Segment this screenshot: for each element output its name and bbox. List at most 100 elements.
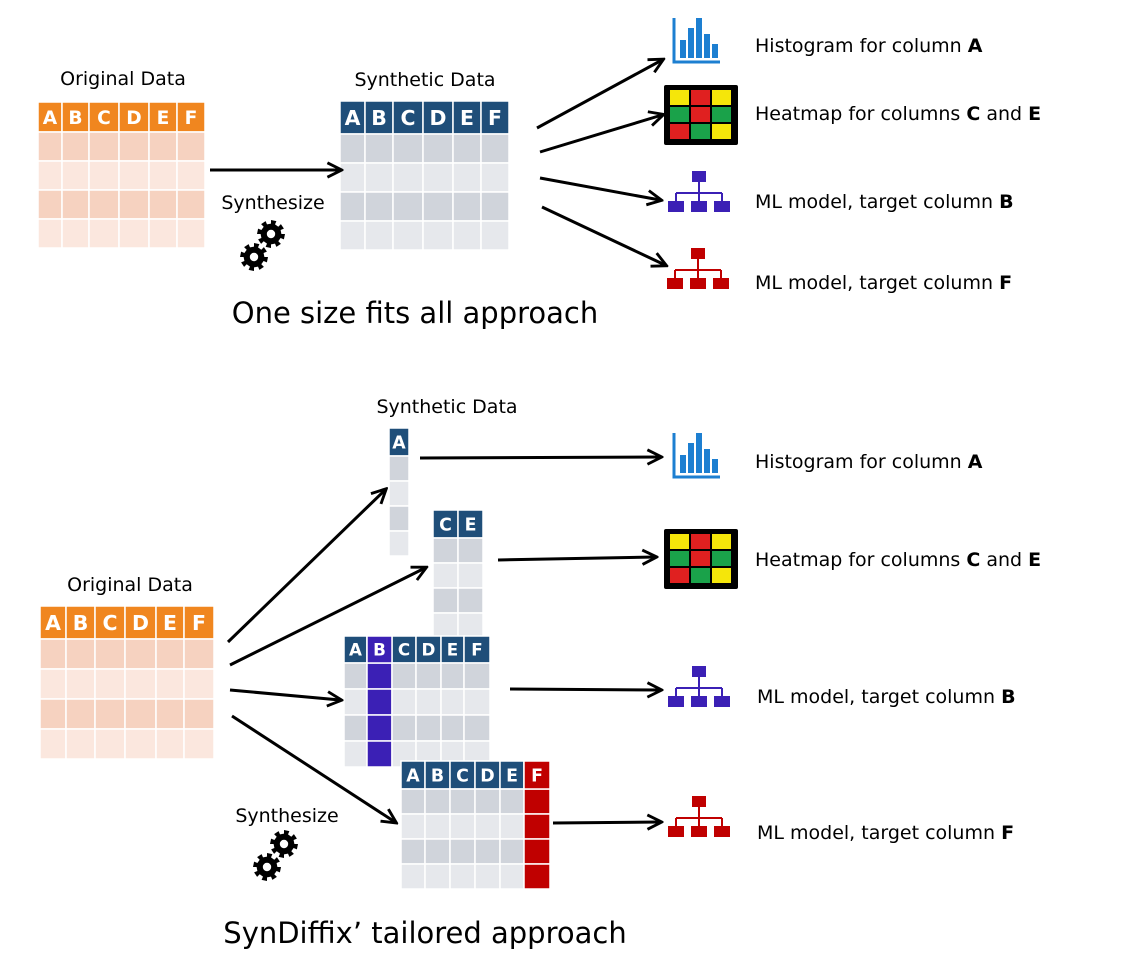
top-arrow-ml-f: [541, 205, 665, 265]
table-cell: [474, 788, 501, 815]
table-header-label: A: [392, 433, 406, 453]
table-cell: [124, 698, 157, 730]
table-cell: [400, 838, 426, 865]
table-cell: [155, 698, 185, 730]
table-cell: [480, 133, 510, 164]
bottom-synthesize-label: Synthesize: [235, 805, 338, 827]
table-header-label: A: [43, 108, 58, 129]
top-output-label-4: ML model, target column F: [755, 272, 1012, 294]
table-cell: [88, 189, 120, 220]
top-caption: One size fits all approach: [232, 296, 599, 330]
table-cell: [391, 688, 417, 716]
table-header-label: C: [103, 611, 118, 635]
table-cell: [432, 537, 459, 564]
table-cell: [61, 160, 90, 191]
bottom-caption: SynDiffix’ tailored approach: [223, 916, 626, 950]
table-header-label: F: [531, 766, 543, 786]
table-cell: [480, 191, 510, 222]
table-cell: [480, 220, 510, 251]
table-cell: [480, 162, 510, 193]
table-cell: [392, 220, 424, 251]
table-cell: [432, 587, 459, 614]
table-cell: [463, 662, 491, 690]
table-cell: [364, 191, 394, 222]
table-header-label: D: [422, 640, 436, 660]
bottom-synthetic-data-title: Synthetic Data: [376, 396, 517, 418]
table-header-label: B: [371, 106, 387, 130]
top-synthetic-data-title: Synthetic Data: [354, 69, 495, 91]
table-cell: [339, 162, 366, 193]
table-header-label: C: [97, 108, 111, 129]
bottom-gears-icon: [253, 830, 298, 881]
table-cell: [65, 728, 96, 760]
table-header-cell: [422, 100, 454, 135]
table-cell: [449, 838, 476, 865]
table-header-label: E: [157, 108, 170, 129]
table-cell: [148, 131, 178, 162]
table-header-label: E: [163, 611, 177, 635]
table-header-label: F: [192, 611, 206, 635]
table-header-label: E: [465, 515, 477, 535]
table-header-label: B: [68, 108, 82, 129]
bottom-arrow-ml-f: [552, 822, 660, 823]
table-cell: [124, 668, 157, 700]
table-cell: [424, 813, 451, 840]
top-synthesize-label: Synthesize: [221, 192, 324, 214]
table-cell: [124, 638, 157, 670]
table-cell: [457, 612, 484, 639]
table-header-label: A: [345, 106, 361, 130]
table-header-label: C: [456, 766, 469, 786]
table-cell: [155, 638, 185, 670]
table-cell: [155, 668, 185, 700]
table-cell: [118, 189, 150, 220]
table-cell: [432, 562, 459, 589]
table-cell: [388, 530, 410, 557]
table-cell: [148, 160, 178, 191]
table-cell: [94, 698, 126, 730]
table-cell: [400, 788, 426, 815]
table-header-cell: [391, 635, 417, 664]
table-cell: [422, 162, 454, 193]
table-header-label: F: [471, 640, 482, 660]
table-cell: [343, 662, 368, 690]
table-cell: [364, 133, 394, 164]
table-cell: [61, 189, 90, 220]
table-cell: [343, 688, 368, 716]
table-header-label: F: [488, 106, 502, 130]
table-header-label: F: [185, 108, 198, 129]
table-header-label: D: [132, 611, 149, 635]
heatmap-icon: [664, 85, 738, 145]
top-output-label-1: Histogram for column A: [755, 35, 983, 57]
table-cell: [124, 728, 157, 760]
table-cell: [37, 160, 63, 191]
table-cell: [463, 714, 491, 742]
bottom-arrow-to-a: [226, 490, 385, 644]
table-cell: [39, 698, 67, 730]
table-cell: [94, 668, 126, 700]
table-header-label: D: [126, 108, 141, 129]
bottom-output-label-2: Heatmap for columns C and E: [755, 549, 1041, 571]
table-cell: [415, 714, 442, 742]
table-cell: [88, 131, 120, 162]
table-cell: [339, 133, 366, 164]
table-cell: [37, 189, 63, 220]
table-header-highlight: [523, 760, 551, 790]
table-cell: [523, 838, 551, 865]
table-cell: [61, 218, 90, 249]
table-cell: [463, 688, 491, 716]
table-cell: [94, 638, 126, 670]
table-cell: [183, 698, 215, 730]
bottom-output-label-4: ML model, target column F: [757, 822, 1014, 844]
ml-model-icon: [667, 248, 729, 289]
table-cell: [452, 220, 482, 251]
bottom-arrow-to-f: [231, 714, 395, 822]
table-cell: [176, 160, 206, 191]
top-output-label-2: Heatmap for columns C and E: [755, 103, 1041, 125]
table-cell: [523, 863, 551, 890]
table-cell: [474, 863, 501, 890]
table-cell: [94, 728, 126, 760]
table-cell: [415, 662, 442, 690]
table-cell: [523, 813, 551, 840]
